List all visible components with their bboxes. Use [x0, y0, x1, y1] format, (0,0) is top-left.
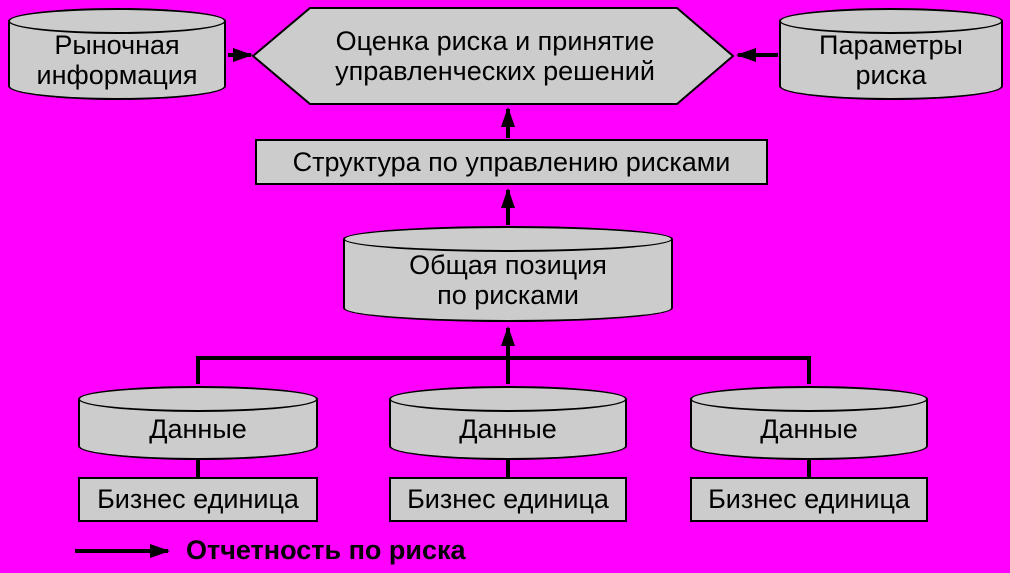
node-business-unit-middle: Бизнес единица [389, 477, 627, 522]
cylinder-top-ellipse [78, 386, 318, 412]
node-risk-management-structure: Структура по управлению рисками [255, 139, 768, 185]
node-data-left-label: Данные [149, 413, 247, 444]
cylinder-body [8, 21, 226, 100]
legend-label: Отчетность по риска [186, 535, 466, 565]
node-business-unit-left-label: Бизнес единица [97, 484, 299, 515]
cylinder-top-ellipse [343, 226, 673, 252]
node-risk-assessment-label: Оценка риска и принятие управленческих р… [335, 25, 655, 86]
node-business-unit-left: Бизнес единица [78, 477, 318, 522]
cylinder-body [779, 21, 1003, 100]
node-market-information-label: Рыночная информация [36, 29, 198, 90]
cylinder-top-ellipse [779, 8, 1003, 34]
node-overall-risk-position-label: Общая позиция по рисками [409, 249, 607, 310]
cylinder-body [343, 239, 673, 322]
node-data-left: Данные [78, 386, 318, 460]
node-data-middle-label: Данные [459, 413, 557, 444]
node-overall-risk-position: Общая позиция по рисками [343, 226, 673, 322]
node-data-right: Данные [690, 386, 928, 460]
cylinder-top-ellipse [8, 8, 226, 34]
node-data-right-label: Данные [760, 413, 858, 444]
node-risk-parameters: Параметры риска [779, 8, 1003, 100]
branch-connector-line [196, 356, 811, 384]
cylinder-body [78, 399, 318, 460]
node-business-unit-right: Бизнес единица [690, 477, 928, 522]
node-market-information: Рыночная информация [8, 8, 226, 100]
node-risk-parameters-label: Параметры риска [819, 29, 963, 90]
cylinder-top-ellipse [690, 386, 928, 412]
node-risk-assessment: Оценка риска и принятие управленческих р… [290, 8, 700, 104]
node-risk-management-structure-label: Структура по управлению рисками [292, 146, 731, 177]
node-business-unit-right-label: Бизнес единица [708, 484, 910, 515]
node-data-middle: Данные [389, 386, 627, 460]
node-risk-assessment-hexagon [251, 7, 735, 105]
node-business-unit-middle-label: Бизнес единица [407, 484, 609, 515]
cylinder-top-ellipse [389, 386, 627, 412]
